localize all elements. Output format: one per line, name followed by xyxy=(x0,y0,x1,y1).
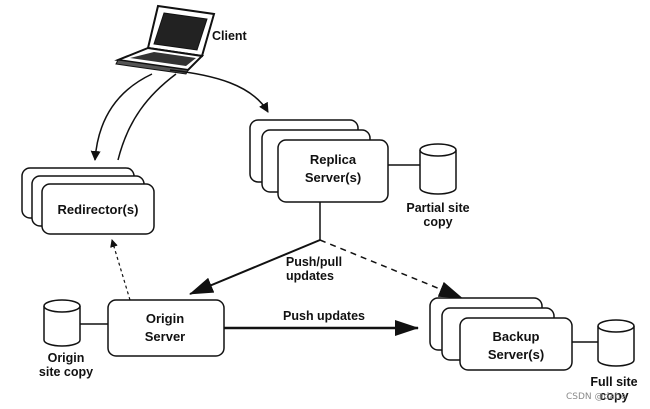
replica-server-stack xyxy=(249,119,389,203)
full-site-copy-database-icon xyxy=(597,319,635,367)
backup-label-2: Server(s) xyxy=(488,347,544,362)
laptop-icon xyxy=(114,4,216,75)
partial-copy-label-1: Partial site xyxy=(406,201,469,215)
backup-server-stack xyxy=(429,297,573,371)
replica-to-origin-arrow xyxy=(189,239,321,295)
full-copy-label-1: Full site xyxy=(590,375,637,389)
replica-to-backup-dashed-arrow xyxy=(319,239,463,299)
replica-label-2: Server(s) xyxy=(305,170,361,185)
partial-site-copy-database-icon xyxy=(419,143,457,195)
origin-copy-label-2: site copy xyxy=(39,365,93,379)
client-label: Client xyxy=(212,29,248,43)
redirector-stack xyxy=(21,167,155,235)
push-pull-label-2: updates xyxy=(286,269,334,283)
client-to-replica-arrow xyxy=(169,69,269,113)
origin-label-1: Origin xyxy=(146,311,184,326)
redirector-to-client-arrow xyxy=(117,73,177,161)
origin-copy-label-1: Origin xyxy=(48,351,85,365)
replica-label-1: Replica xyxy=(310,152,357,167)
push-updates-label: Push updates xyxy=(283,309,365,323)
partial-copy-label-2: copy xyxy=(423,215,452,229)
watermark: CSDN @dahe xyxy=(566,392,626,402)
redirector-label: Redirector(s) xyxy=(58,202,139,217)
origin-to-redirector-dotted-arrow xyxy=(110,239,131,301)
origin-site-copy-database-icon xyxy=(43,299,81,347)
push-pull-label-1: Push/pull xyxy=(286,255,342,269)
backup-label-1: Backup xyxy=(493,329,540,344)
origin-server-box xyxy=(107,299,225,357)
client-to-redirector-arrow xyxy=(90,73,153,161)
origin-label-2: Server xyxy=(145,329,185,344)
full-copy-label-2: copy xyxy=(599,389,628,403)
